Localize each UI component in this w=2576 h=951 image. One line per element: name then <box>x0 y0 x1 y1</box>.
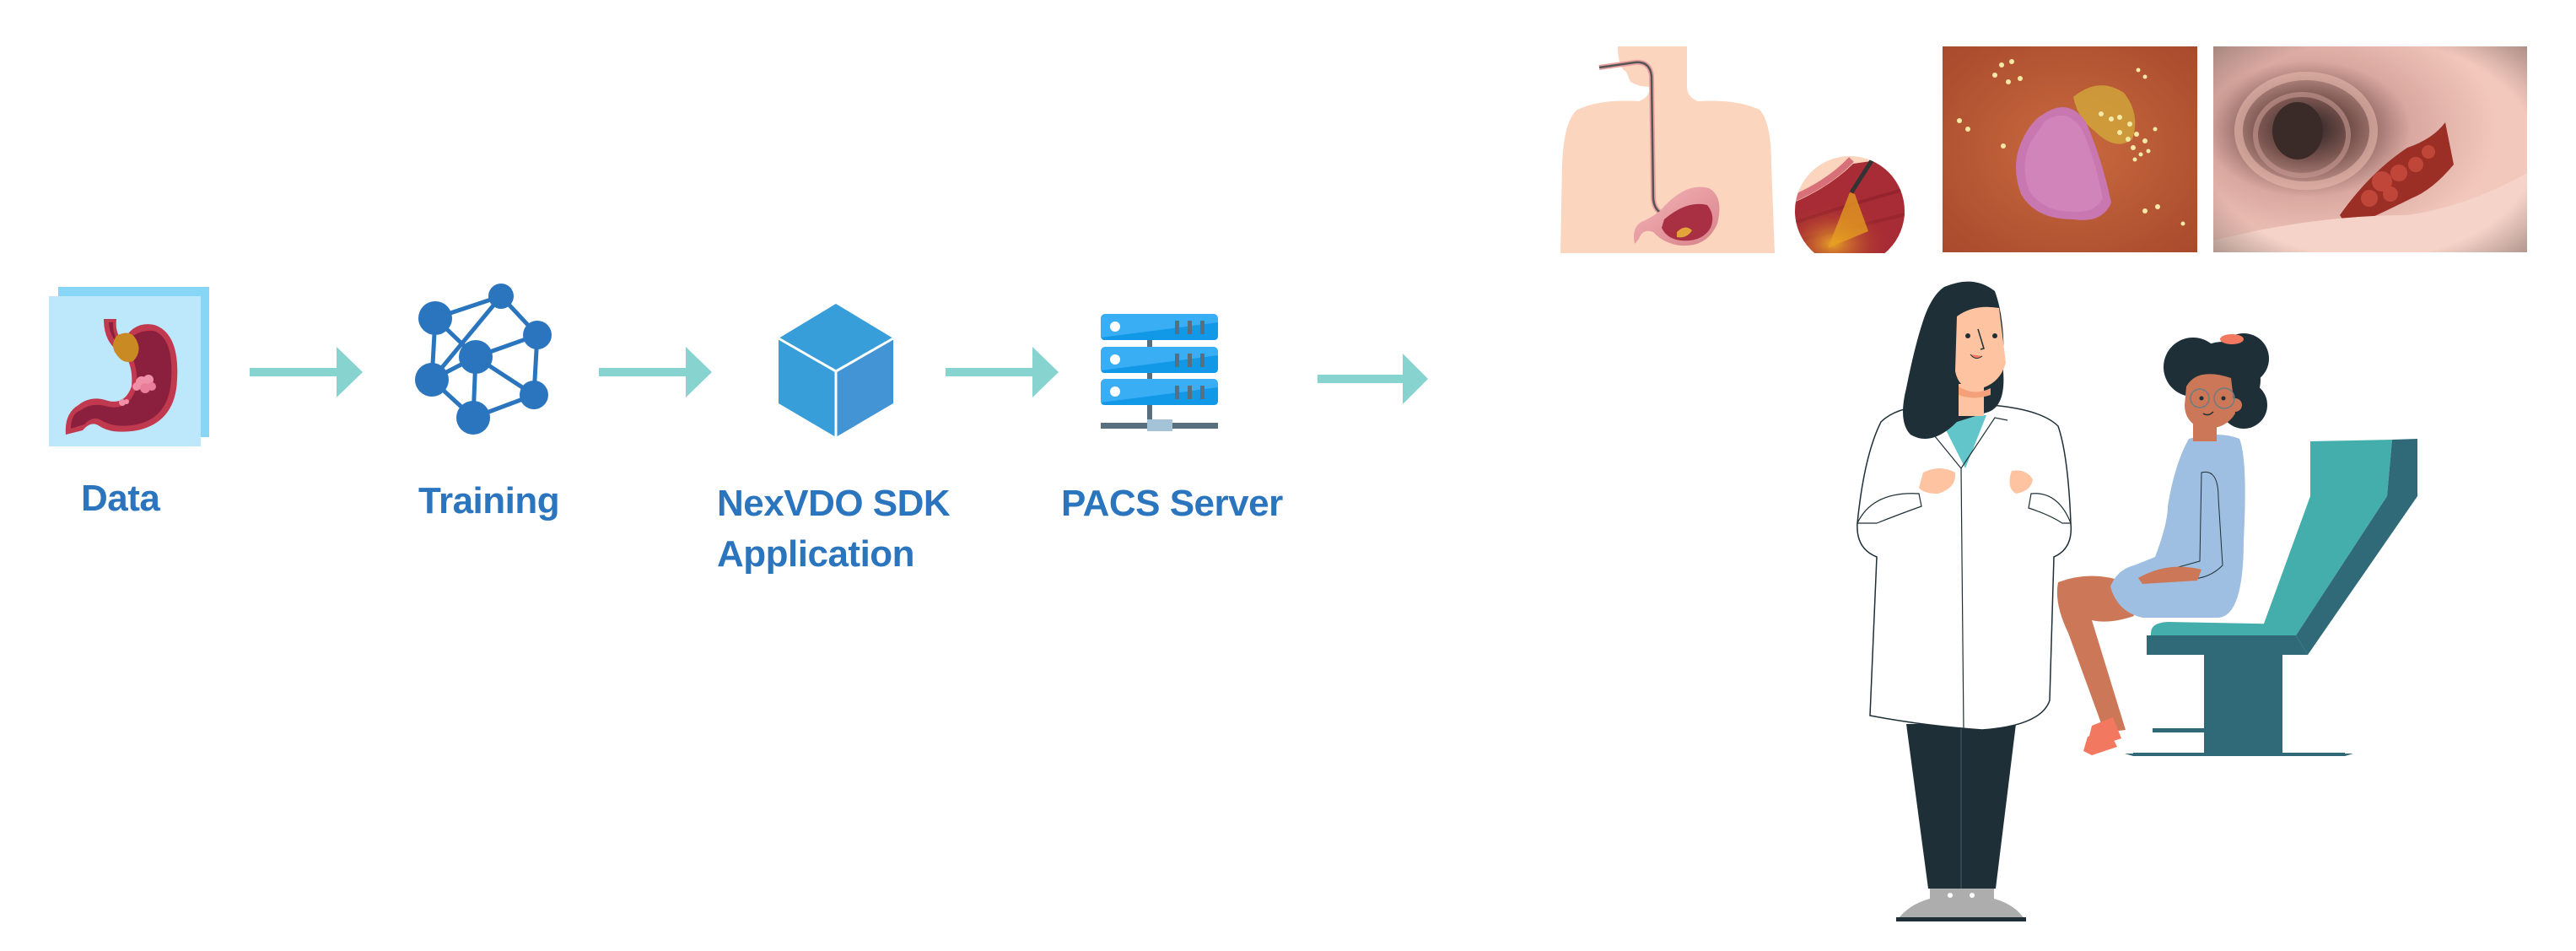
server-icon <box>1101 314 1218 431</box>
arrow-icon <box>1318 354 1428 404</box>
doctor-patient-illustration <box>1857 281 2417 921</box>
step-data <box>49 287 209 447</box>
step-label-sdk-line1: NexVDO SDK <box>717 483 951 524</box>
network-node <box>415 363 449 397</box>
step-label-training: Training <box>418 480 560 521</box>
patient <box>2056 333 2269 755</box>
arrow-icon <box>250 347 363 397</box>
network-node <box>520 381 548 409</box>
server-rack <box>1101 379 1218 405</box>
network-node <box>418 301 452 335</box>
step-label-sdk-line2: Application <box>717 533 915 575</box>
step-label-data: Data <box>81 478 160 519</box>
step-label-pacs: PACS Server <box>1061 483 1283 524</box>
endoscope-closeup <box>1795 156 1905 253</box>
arrow-icon <box>946 347 1059 397</box>
network-node <box>459 340 493 374</box>
server-rack <box>1101 347 1218 373</box>
exam-chair <box>2125 439 2417 756</box>
network-node <box>456 401 490 435</box>
arrow-icon <box>599 347 712 397</box>
colon-tumor-endoscopy <box>2213 46 2527 252</box>
cube-icon <box>778 304 894 437</box>
network-node <box>523 321 552 349</box>
network-node <box>488 284 514 309</box>
upper-gi-endoscopy-diagram <box>1560 46 1775 253</box>
stomach-icon <box>49 287 209 446</box>
gastric-polyp-endoscopy <box>1943 46 2197 252</box>
neural-network-icon <box>415 284 552 435</box>
server-rack <box>1101 314 1218 340</box>
doctor <box>1857 281 2072 921</box>
